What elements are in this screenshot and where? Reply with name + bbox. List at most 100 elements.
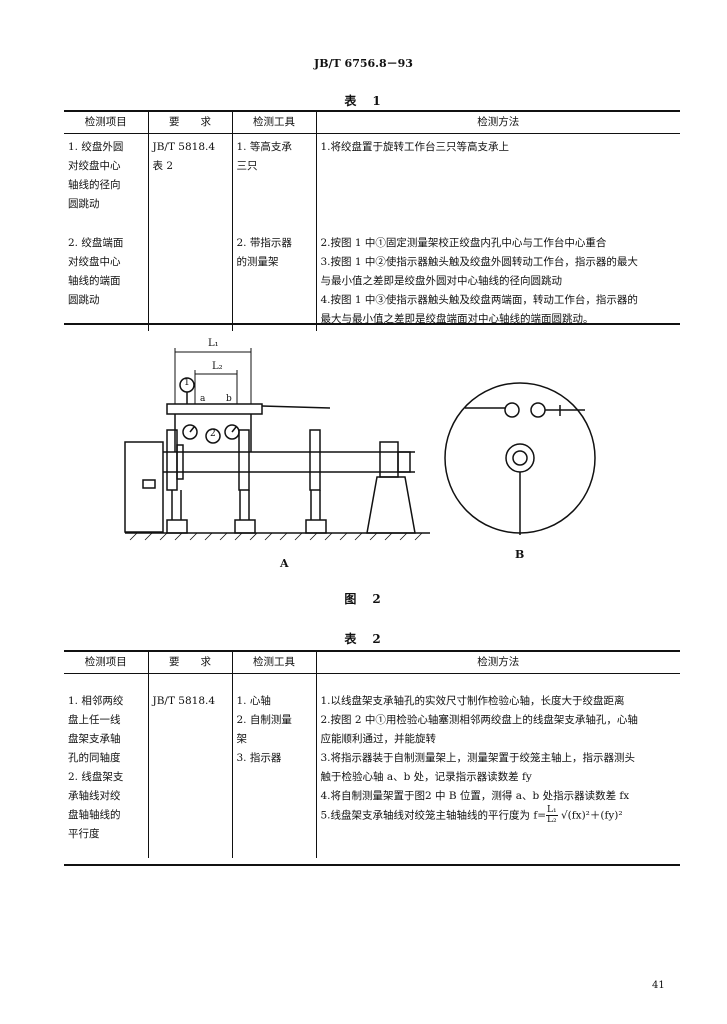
hub-outer xyxy=(505,443,535,473)
cell-text: JB/T 5818.4 xyxy=(152,695,216,707)
table1-row1-req: JB/T 5818.4 表 2 xyxy=(148,133,233,232)
figure-label-a: A xyxy=(280,557,289,570)
cell-text: 盘轴轴线的 xyxy=(68,809,121,821)
table1-row2-item: 2. 绞盘端面 对绞盘中心 轴线的端面 圆跳动 xyxy=(64,231,149,331)
cell-text: JB/T 5818.4 xyxy=(152,141,216,153)
formula-denominator: L₂ xyxy=(547,815,557,825)
cell-text: 4.将自制测量架置于图2 中 B 位置，测得 a、b 处指示器读数差 fx xyxy=(320,790,630,802)
table-row: 2. 绞盘端面 对绞盘中心 轴线的端面 圆跳动 2. 带指示器 的测量架 2.按… xyxy=(64,231,680,331)
dim-L1-label: L₁ xyxy=(208,338,219,349)
indicator-b-left xyxy=(504,402,520,418)
cell-text: 1. 心轴 xyxy=(236,695,271,707)
table1: 检测项目 要 求 检测工具 检测方法 1. 绞盘外圆 对绞盘中心 轴线的径向 圆… xyxy=(64,111,680,331)
measuring-frame-bar xyxy=(166,403,263,415)
cell-text: 3. 指示器 xyxy=(236,752,282,764)
cell-text: 1. 绞盘外圆 xyxy=(68,141,124,153)
cell-text: 轴线的端面 xyxy=(68,274,121,287)
hub-inner xyxy=(512,450,528,466)
figure-label-b: B xyxy=(515,548,525,561)
table1-bottom-rule xyxy=(64,323,680,325)
support-2 xyxy=(234,490,256,534)
cell-text: 1. 等高支承 xyxy=(236,141,292,153)
base-hatch xyxy=(129,532,423,541)
table1-row1-method: 1.将绞盘置于旋转工作台三只等高支承上 xyxy=(316,134,680,232)
document-header: JB/T 6756.8－93 xyxy=(314,57,413,70)
cell-text: 轴线的径向 xyxy=(68,179,121,191)
cell-text: 表 2 xyxy=(152,160,174,172)
table-row: 1. 绞盘外圆 对绞盘中心 轴线的径向 圆跳动 JB/T 5818.4 表 2 … xyxy=(64,133,680,232)
table2-col-req: 要 求 xyxy=(148,651,233,674)
table2-bottom-rule xyxy=(64,864,680,866)
formula-root: √(fx)²＋(fy)² xyxy=(560,809,623,822)
cell-text: 2.按图 1 中①固定测量架校正绞盘内孔中心与工作台中心重合 xyxy=(320,236,607,249)
dim-L1 xyxy=(174,348,252,404)
cell-text: 对绞盘中心 xyxy=(68,160,121,172)
cell-text: 最大与最小值之差即是绞盘端面对中心轴线的端面圆跳动。 xyxy=(320,312,594,325)
table1-col-req: 要 求 xyxy=(148,111,233,134)
table1-row1-tool: 1. 等高支承 三只 xyxy=(232,133,317,232)
figure-2-drawing xyxy=(124,348,596,541)
cell-text: 圆跳动 xyxy=(68,198,100,210)
table2-col-tool: 检测工具 xyxy=(232,651,317,674)
table2-col-item: 检测项目 xyxy=(64,651,149,674)
table1-row2-tool: 2. 带指示器 的测量架 xyxy=(232,231,317,331)
cell-text: 平行度 xyxy=(68,828,100,840)
cell-text: 三只 xyxy=(236,160,258,172)
hub-1 xyxy=(176,444,184,480)
shaft-end xyxy=(397,451,411,473)
motor-plate xyxy=(142,479,156,489)
table2-col-method: 检测方法 xyxy=(316,651,680,674)
dial-indicator-left xyxy=(182,424,198,440)
table2-row-item: 1. 相邻两绞 盘上任一线 盘架支承轴 孔的同轴度 2. 线盘架支 承轴线对绞 … xyxy=(64,673,149,858)
cell-text: 3.按图 1 中②使指示器触头触及绞盘外圆转动工作台，指示器的最大 xyxy=(320,255,638,268)
cell-text: 的测量架 xyxy=(236,255,279,268)
cell-text: 对绞盘中心 xyxy=(68,255,121,268)
table1-row2-method: 2.按图 1 中①固定测量架校正绞盘内孔中心与工作台中心重合 3.按图 1 中②… xyxy=(316,232,680,331)
disc-2 xyxy=(238,429,250,491)
cell-text: 4.按图 1 中③使指示器触头触及绞盘两端面，转动工作台，指示器的 xyxy=(320,293,638,306)
table1-title: 表 1 xyxy=(344,94,383,108)
table2-row-tool: 1. 心轴 2. 自制测量 架 3. 指示器 xyxy=(232,673,317,858)
motor-housing xyxy=(124,441,164,533)
cell-text: 圆跳动 xyxy=(68,293,100,306)
cell-text: 2. 自制测量 xyxy=(236,714,292,726)
dial-needle-right xyxy=(231,426,237,433)
support-3 xyxy=(305,490,327,534)
table2-header-row: 检测项目 要 求 检测工具 检测方法 xyxy=(64,651,680,674)
cell-text: 触于检验心轴 a、b 处，记录指示器读数差 fy xyxy=(320,771,532,783)
cell-text: 与最小值之差即是绞盘外圆对中心轴线的径向圆跳动 xyxy=(320,274,563,287)
table1-col-item: 检测项目 xyxy=(64,111,149,134)
cell-text: 1.以线盘架支承轴孔的实效尺寸制作检验心轴，长度大于绞盘距离 xyxy=(320,695,625,707)
table1-row2-req xyxy=(148,231,233,331)
cell-text: 承轴线对绞 xyxy=(68,790,121,802)
mark-1-label: 1 xyxy=(184,378,190,388)
page-number: 41 xyxy=(652,980,665,991)
cell-text: 应能顺利通过，并能旋转 xyxy=(320,733,437,745)
table1-header-row: 检测项目 要 求 检测工具 检测方法 xyxy=(64,111,680,134)
cell-text: 1.将绞盘置于旋转工作台三只等高支承上 xyxy=(320,141,510,153)
formula-numerator: L₁ xyxy=(546,805,558,816)
gearbox-base xyxy=(366,476,416,534)
cell-text: 架 xyxy=(236,733,248,745)
dim-L2-label: L₂ xyxy=(212,361,223,372)
cell-text: 2. 绞盘端面 xyxy=(68,236,124,249)
dial-needle-left xyxy=(189,426,195,433)
support-1 xyxy=(166,490,188,534)
dial-indicator-right xyxy=(224,424,240,440)
formula-prefix: 5.线盘架支承轴线对绞笼主轴轴线的平行度为 f= xyxy=(320,809,547,822)
mandrel-extension xyxy=(261,405,331,409)
table1-row1-item: 1. 绞盘外圆 对绞盘中心 轴线的径向 圆跳动 xyxy=(64,133,149,232)
cell-text: 盘架支承轴 xyxy=(68,733,121,745)
mark-a-label: a xyxy=(200,394,206,404)
cell-text: 2. 线盘架支 xyxy=(68,771,124,783)
indicator-b-right xyxy=(530,402,546,418)
table2: 检测项目 要 求 检测工具 检测方法 1. 相邻两绞 盘上任一线 盘架支承轴 孔… xyxy=(64,651,680,858)
mark-2-label: 2 xyxy=(210,429,216,439)
mark-2-circle xyxy=(205,428,221,444)
mark-b-label: b xyxy=(226,394,232,404)
table2-row-req: JB/T 5818.4 xyxy=(148,673,233,858)
table2-row-method: 1.以线盘架支承轴孔的实效尺寸制作检验心轴，长度大于绞盘距离 2.按图 2 中①… xyxy=(316,674,680,858)
table-row: 1. 相邻两绞 盘上任一线 盘架支承轴 孔的同轴度 2. 线盘架支 承轴线对绞 … xyxy=(64,673,680,858)
